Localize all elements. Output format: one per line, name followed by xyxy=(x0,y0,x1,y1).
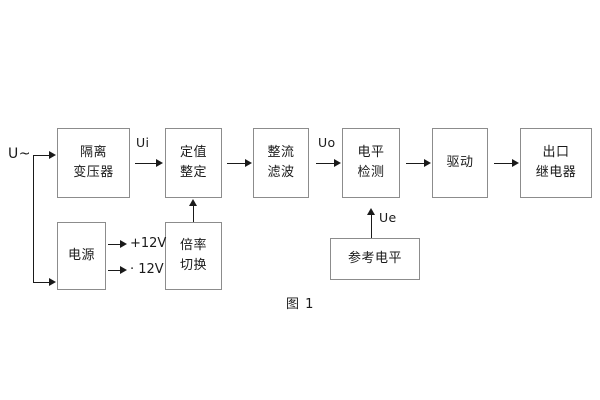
block-level-detection[interactable]: 电平 检测 xyxy=(342,128,400,198)
rail-negative-label: · 12V xyxy=(130,262,164,277)
block-drive-line1: 驱动 xyxy=(446,154,474,170)
signal-label-ue: Ue xyxy=(379,210,397,225)
block-ratio-switch[interactable]: 倍率 切换 xyxy=(165,222,222,290)
figure-caption: 图 1 xyxy=(286,297,315,312)
rail-positive-line xyxy=(108,244,122,245)
arrow-transformer-to-setting-line xyxy=(135,163,157,164)
arrow-reference-to-level-head xyxy=(367,208,375,215)
block-ratio-switch-line1: 倍率 xyxy=(179,237,207,253)
arrow-setting-to-rectify-head xyxy=(245,159,252,167)
block-power-supply-line1: 电源 xyxy=(67,247,95,263)
rail-negative-arrowhead xyxy=(120,266,127,274)
block-output-relay-line2: 继电器 xyxy=(535,165,577,180)
rail-positive-arrowhead xyxy=(120,240,127,248)
branch-to-power-supply-arrowhead xyxy=(49,278,56,286)
block-ratio-switch-line2: 切换 xyxy=(179,258,207,273)
block-level-detection-line1: 电平 xyxy=(357,144,385,160)
rail-positive-label: +12V xyxy=(130,236,167,251)
arrow-transformer-to-setting-head xyxy=(156,159,163,167)
arrow-level-to-drive-head xyxy=(424,159,431,167)
block-power-supply[interactable]: 电源 xyxy=(57,222,106,290)
block-output-relay[interactable]: 出口 继电器 xyxy=(520,128,592,198)
block-output-relay-line1: 出口 xyxy=(542,144,570,160)
block-setting-value-line2: 整定 xyxy=(179,165,207,180)
block-rectify-filter-line1: 整流 xyxy=(267,144,295,160)
arrow-setting-to-rectify-line xyxy=(227,163,248,164)
branch-to-transformer-line xyxy=(33,155,50,156)
arrow-rectify-to-level-head xyxy=(334,159,341,167)
block-reference-level-line1: 参考电平 xyxy=(347,250,402,266)
block-drive[interactable]: 驱动 xyxy=(432,128,488,198)
block-isolation-transformer-line1: 隔离 xyxy=(79,144,107,160)
arrow-level-to-drive-line xyxy=(406,163,427,164)
branch-to-transformer-arrowhead xyxy=(49,151,56,159)
arrow-ratio-to-setting-head xyxy=(189,199,197,206)
arrow-drive-to-relay-head xyxy=(512,159,519,167)
block-setting-value-line1: 定值 xyxy=(179,144,207,160)
block-isolation-transformer-line2: 变压器 xyxy=(73,165,114,180)
arrow-drive-to-relay-line xyxy=(494,163,515,164)
block-reference-level[interactable]: 参考电平 xyxy=(330,238,420,280)
arrow-ratio-to-setting-line xyxy=(193,205,194,222)
block-rectify-filter-line2: 滤波 xyxy=(267,165,295,180)
arrow-rectify-to-level-line xyxy=(316,163,337,164)
input-label-u-ac: U~ xyxy=(8,146,31,162)
rail-negative-line xyxy=(108,270,122,271)
block-setting-value[interactable]: 定值 整定 xyxy=(165,128,222,198)
block-level-detection-line2: 检测 xyxy=(357,165,385,180)
branch-to-power-supply-line xyxy=(33,282,50,283)
block-rectify-filter[interactable]: 整流 滤波 xyxy=(253,128,309,198)
signal-label-ui: Ui xyxy=(136,135,150,150)
signal-label-uo: Uo xyxy=(318,135,336,150)
arrow-reference-to-level-line xyxy=(371,214,372,238)
block-isolation-transformer[interactable]: 隔离 变压器 xyxy=(57,128,130,198)
input-bus-vertical-line xyxy=(33,155,34,283)
